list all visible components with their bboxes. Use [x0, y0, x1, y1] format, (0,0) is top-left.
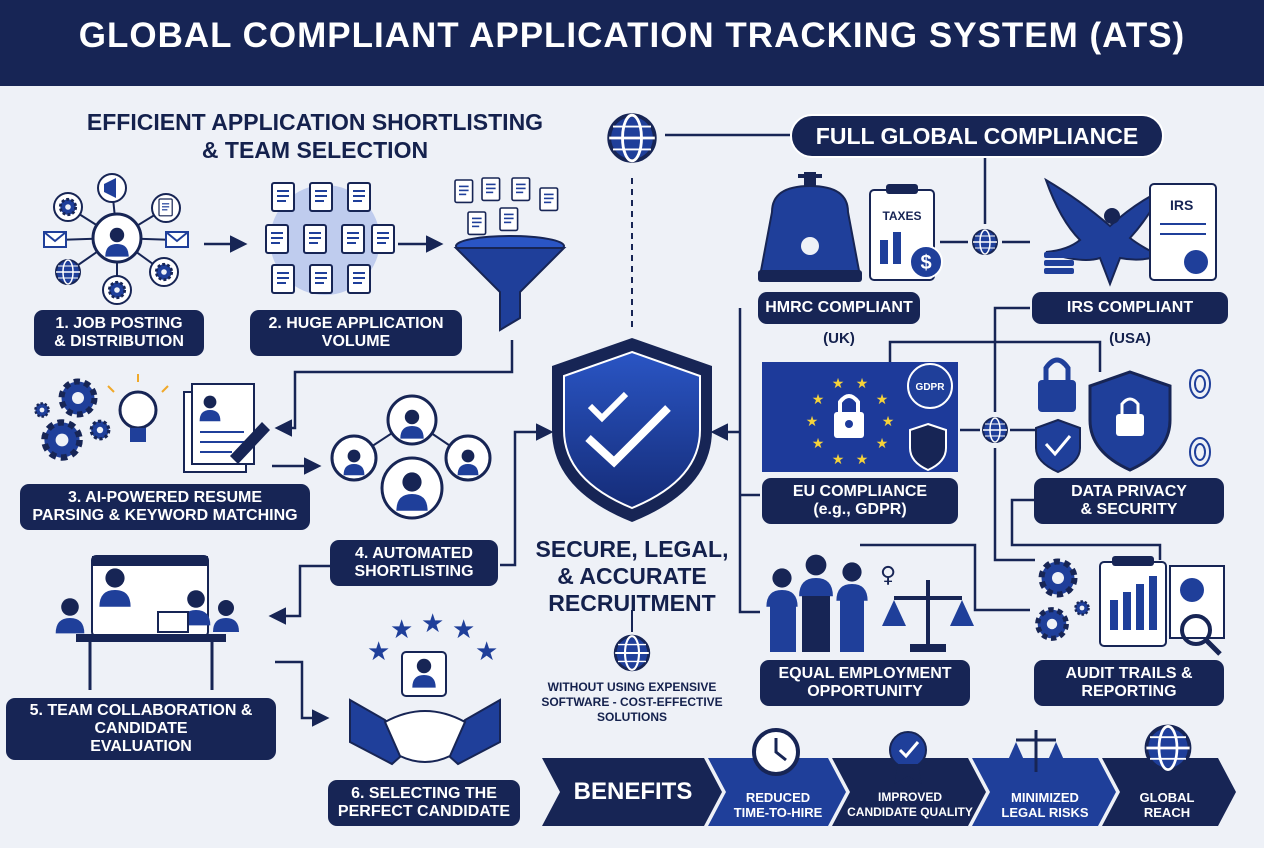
compliance-globe-icon — [972, 229, 998, 255]
irs-label: IRS COMPLIANT — [1032, 292, 1228, 324]
taxes-document-icon: TAXES $ — [869, 184, 943, 281]
application-documents-icon — [265, 182, 395, 295]
connector-lines — [204, 133, 1162, 727]
handshake-icon: ★ ★ ★ ★ ★ — [349, 609, 501, 766]
svg-text:★: ★ — [806, 414, 819, 430]
step-2-label: 2. HUGE APPLICATION VOLUME — [250, 310, 462, 356]
left-heading: EFFICIENT APPLICATION SHORTLISTING & TEA… — [86, 109, 544, 163]
step-5-label: 5. TEAM COLLABORATION & CANDIDATE EVALUA… — [6, 698, 276, 760]
eu-compliance-label: EU COMPLIANCE (e.g., GDPR) — [762, 478, 958, 524]
step-4-label: 4. AUTOMATED SHORTLISTING — [330, 540, 498, 586]
svg-text:★: ★ — [421, 609, 444, 639]
funnel-icon — [453, 177, 567, 332]
page-title: GLOBAL COMPLIANT APPLICATION TRACKING SY… — [78, 16, 1186, 55]
svg-text:★: ★ — [367, 637, 390, 667]
shortlisted-candidates-icon — [330, 394, 492, 520]
svg-text:★: ★ — [390, 615, 413, 645]
ai-parsing-icon — [34, 374, 270, 473]
hmrc-region: (UK) — [823, 330, 855, 347]
eu-flag-icon: ★ ★ ★ ★ ★ ★ ★ ★ ★ ★ GDPR — [762, 362, 958, 472]
svg-text:★: ★ — [475, 637, 498, 667]
svg-text:★: ★ — [812, 392, 825, 408]
hmrc-label: HMRC COMPLIANT — [758, 292, 920, 324]
step-1-label: 1. JOB POSTING & DISTRIBUTION — [34, 310, 204, 356]
crown-icon — [758, 172, 862, 282]
eagle-icon — [1044, 177, 1165, 287]
equal-opportunity-icon: ♀ — [766, 554, 974, 652]
taxes-doc-text: TAXES — [882, 209, 921, 223]
benefit-time-to-hire: REDUCED TIME-TO-HIRE — [733, 790, 823, 820]
center-note: WITHOUT USING EXPENSIVE SOFTWARE - COST-… — [541, 680, 723, 724]
step-6-label: 6. SELECTING THE PERFECT CANDIDATE — [328, 780, 520, 826]
central-shield-icon — [552, 338, 712, 522]
svg-text:★: ★ — [856, 452, 869, 468]
svg-text:★: ★ — [876, 436, 889, 452]
benefit-global-reach: GLOBAL REACH — [1139, 790, 1195, 820]
benefits-banner — [542, 724, 1236, 826]
svg-text:★: ★ — [832, 452, 845, 468]
audit-label: AUDIT TRAILS & REPORTING — [1034, 660, 1224, 706]
step-3-label: 3. AI-POWERED RESUME PARSING & KEYWORD M… — [20, 484, 310, 530]
svg-text:★: ★ — [812, 436, 825, 452]
team-meeting-icon — [55, 555, 239, 690]
center-headline: SECURE, LEGAL, & ACCURATE RECRUITMENT — [535, 536, 729, 616]
privacy-icons — [1035, 357, 1211, 474]
job-posting-hub-icon — [43, 173, 189, 305]
benefits-heading: BENEFITS — [573, 778, 693, 805]
svg-text:★: ★ — [856, 376, 869, 392]
benefit-candidate-quality: IMPROVED CANDIDATE QUALITY — [847, 790, 973, 819]
privacy-globe-icon — [982, 417, 1008, 443]
globe-icon — [607, 113, 657, 163]
benefit-legal-risks: MINIMIZED LEGAL RISKS — [1001, 790, 1089, 820]
irs-doc-text: IRS — [1170, 197, 1193, 213]
svg-text:♀: ♀ — [880, 563, 896, 588]
title-bar — [0, 0, 1264, 86]
data-privacy-label: DATA PRIVACY & SECURITY — [1034, 478, 1224, 524]
svg-text:$: $ — [920, 252, 931, 274]
irs-document-icon: IRS — [1149, 183, 1217, 281]
svg-text:★: ★ — [882, 414, 895, 430]
svg-text:★: ★ — [452, 615, 475, 645]
gdpr-badge-text: GDPR — [916, 382, 946, 393]
compliance-heading: FULL GLOBAL COMPLIANCE — [790, 114, 1164, 158]
svg-text:★: ★ — [832, 376, 845, 392]
irs-region: (USA) — [1109, 330, 1151, 347]
eeo-label: EQUAL EMPLOYMENT OPPORTUNITY — [760, 660, 970, 706]
globe-icon-small — [613, 634, 651, 672]
audit-reporting-icon — [1038, 556, 1225, 656]
svg-text:★: ★ — [876, 392, 889, 408]
